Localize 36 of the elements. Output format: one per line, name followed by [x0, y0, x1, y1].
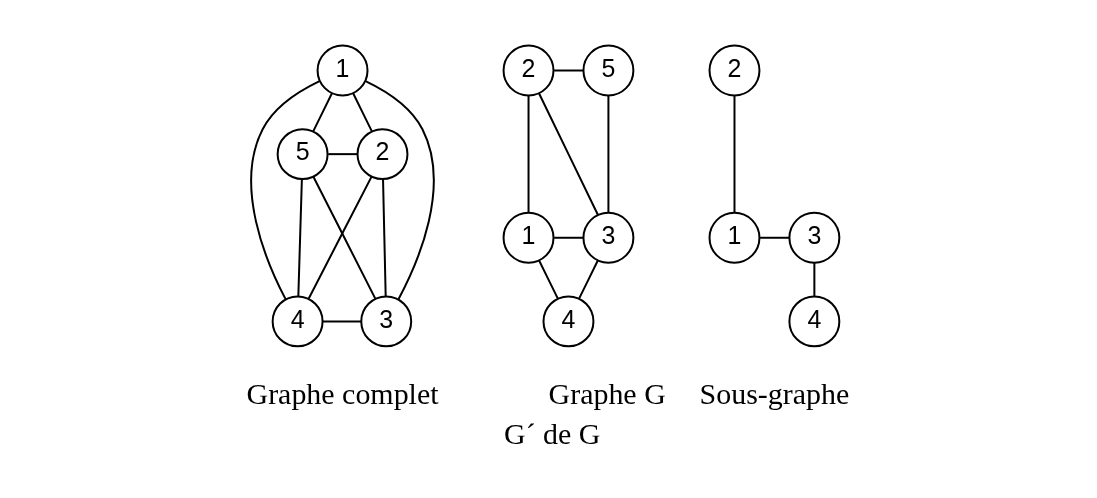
- connector: [297, 178, 303, 298]
- connector: [527, 94, 530, 214]
- connector: [250, 80, 321, 301]
- node-circle: 5: [582, 44, 635, 97]
- node-circle: 1: [502, 211, 555, 264]
- node-circle: 3: [582, 211, 635, 264]
- connector: [352, 92, 373, 133]
- node-circle: 4: [542, 295, 595, 348]
- connector: [538, 259, 559, 300]
- node-circle: 2: [502, 44, 555, 97]
- label: Graphe G: [548, 377, 666, 411]
- connector: [321, 320, 362, 323]
- node-circle: 4: [788, 295, 841, 348]
- node-circle: 1: [316, 44, 369, 97]
- connector: [607, 94, 610, 214]
- label: Graphe complet: [246, 377, 439, 411]
- connector: [553, 236, 585, 239]
- label: G´ de G: [504, 416, 601, 450]
- connector: [759, 236, 791, 239]
- connector: [733, 94, 736, 214]
- node-circle: 3: [788, 211, 841, 264]
- connector: [327, 153, 359, 156]
- node-circle: 5: [276, 128, 329, 181]
- node-circle: 2: [356, 128, 409, 181]
- connector: [813, 261, 816, 298]
- connector: [578, 259, 599, 300]
- connector: [553, 69, 585, 72]
- node-circle: 1: [708, 211, 761, 264]
- node-circle: 3: [360, 295, 413, 348]
- connector: [364, 80, 435, 301]
- connector: [382, 178, 387, 298]
- connector: [538, 92, 599, 216]
- connector: [312, 92, 333, 133]
- node-circle: 2: [708, 44, 761, 97]
- label: Sous-graphe: [699, 377, 850, 411]
- node-circle: 4: [271, 295, 324, 348]
